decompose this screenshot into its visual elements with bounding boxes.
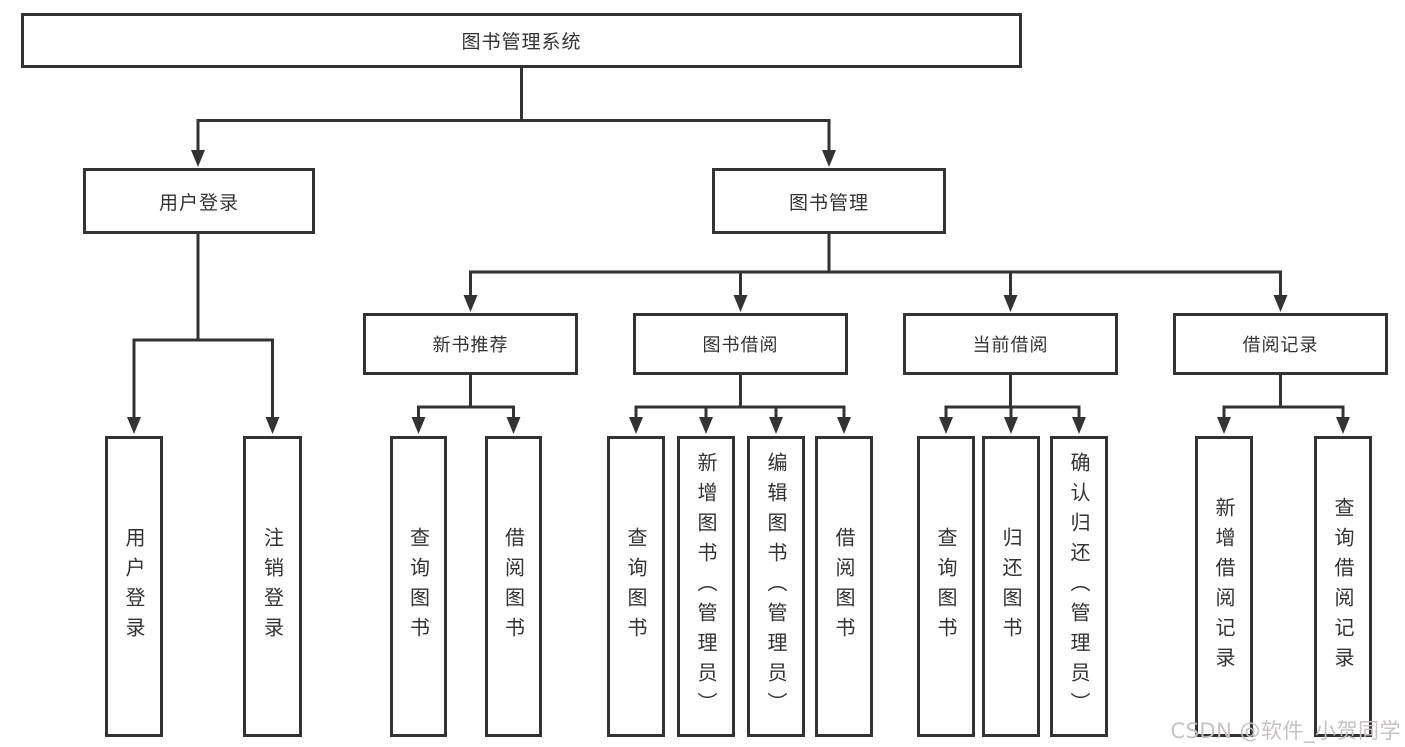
node-label: 图书管理	[788, 191, 869, 214]
node-label: 新增图书（管理员）	[694, 451, 718, 722]
arrowhead	[939, 417, 953, 434]
node-label: 新书推荐	[432, 335, 509, 356]
leaf-add-borrow-record: 新增借阅记录	[1195, 436, 1253, 737]
leaf-user-login: 用户登录	[105, 436, 163, 737]
leaf-add-books-admin: 新增图书（管理员）	[677, 436, 735, 737]
leaf-edit-books-admin: 编辑图书（管理员）	[747, 436, 805, 737]
arrowhead	[769, 417, 783, 434]
leaf-query-books-recommend: 查询图书	[390, 436, 447, 737]
leaf-return-books: 归还图书	[982, 436, 1040, 737]
node-borrowing-records: 借阅记录	[1173, 313, 1388, 375]
arrowhead	[822, 150, 836, 167]
arrowhead	[1072, 417, 1086, 434]
node-label: 借阅图书	[832, 526, 856, 647]
node-label: 借阅记录	[1242, 335, 1319, 356]
node-user-login: 用户登录	[83, 168, 315, 234]
node-library-management-system: 图书管理系统	[21, 13, 1022, 68]
leaf-query-books-borrow: 查询图书	[607, 436, 665, 737]
arrowhead	[1217, 417, 1231, 434]
node-label: 图书管理系统	[461, 31, 582, 53]
leaf-borrow-books: 借阅图书	[815, 436, 873, 737]
node-label: 借阅图书	[501, 526, 526, 647]
arrowhead	[191, 150, 205, 167]
arrowhead	[506, 417, 521, 434]
node-label: 查询图书	[624, 526, 648, 647]
node-label: 注销登录	[260, 526, 285, 647]
leaf-confirm-return-admin: 确认归还（管理员）	[1050, 436, 1108, 737]
arrowhead	[629, 417, 643, 434]
arrowhead	[837, 417, 851, 434]
arrowhead	[463, 295, 478, 312]
arrowhead	[1004, 417, 1018, 434]
node-label: 查询图书	[934, 526, 958, 647]
node-label: 编辑图书（管理员）	[764, 451, 788, 722]
node-label: 确认归还（管理员）	[1067, 451, 1091, 722]
node-book-management: 图书管理	[712, 168, 946, 234]
node-label: 图书借阅	[702, 335, 779, 356]
node-label: 查询图书	[406, 526, 431, 647]
csdn-watermark: CSDN @软件_小贺同学	[1170, 719, 1401, 743]
node-label: 归还图书	[999, 526, 1023, 647]
arrowhead	[733, 295, 748, 312]
node-label: 新增借阅记录	[1212, 496, 1236, 677]
arrowhead	[699, 417, 713, 434]
arrowhead	[265, 417, 280, 434]
node-current-borrowing: 当前借阅	[903, 313, 1118, 375]
node-book-borrowing: 图书借阅	[633, 313, 848, 375]
leaf-logout: 注销登录	[243, 436, 302, 737]
node-label: 用户登录	[158, 191, 239, 214]
node-label: 用户登录	[122, 526, 146, 647]
arrowhead	[127, 417, 141, 434]
node-new-book-recommendation: 新书推荐	[363, 313, 578, 375]
arrowhead	[1273, 295, 1288, 312]
node-label: 查询借阅记录	[1331, 496, 1355, 677]
arrowhead	[1336, 417, 1350, 434]
arrowhead	[1003, 295, 1018, 312]
arrowhead	[411, 417, 426, 434]
leaf-query-books-current: 查询图书	[917, 436, 975, 737]
leaf-query-borrow-record: 查询借阅记录	[1314, 436, 1372, 737]
node-label: 当前借阅	[972, 335, 1049, 356]
leaf-borrow-books-recommend: 借阅图书	[485, 436, 542, 737]
